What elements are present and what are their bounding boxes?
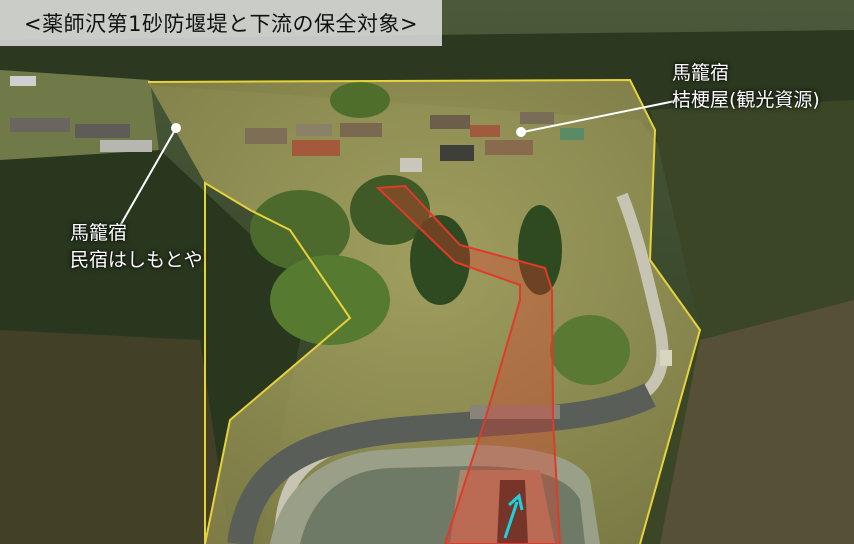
- marker-dot-left: [171, 123, 181, 133]
- right-forest-brown: [660, 300, 854, 544]
- page-title: <薬師沢第1砂防堰堤と下流の保全対象>: [0, 0, 442, 46]
- left-forest-brown: [0, 330, 230, 544]
- leader-line-right: [522, 99, 681, 133]
- car: [660, 350, 672, 366]
- leader-line-left: [119, 129, 176, 227]
- dam-structure: [270, 405, 600, 544]
- ridge-forest: [0, 30, 854, 200]
- village-houses: [10, 76, 584, 172]
- annotation-kikyoya-line2: 桔梗屋(観光資源): [672, 89, 820, 111]
- lower-road: [227, 383, 656, 544]
- arrow-up-icon: [503, 493, 524, 539]
- annotation-hashimotoya: 馬籠宿 民宿はしもとや: [70, 220, 203, 274]
- marker-dot-right: [516, 127, 526, 137]
- annotation-kikyoya-line1: 馬籠宿: [672, 62, 730, 84]
- annotation-kikyoya: 馬籠宿 桔梗屋(観光資源): [672, 60, 820, 114]
- interior-trees: [250, 82, 630, 385]
- annotation-hashimotoya-line1: 馬籠宿: [70, 222, 128, 244]
- annotation-hashimotoya-line2: 民宿はしもとや: [70, 249, 203, 271]
- channel-overlay: [375, 184, 562, 544]
- protected-area-outline: [147, 78, 702, 544]
